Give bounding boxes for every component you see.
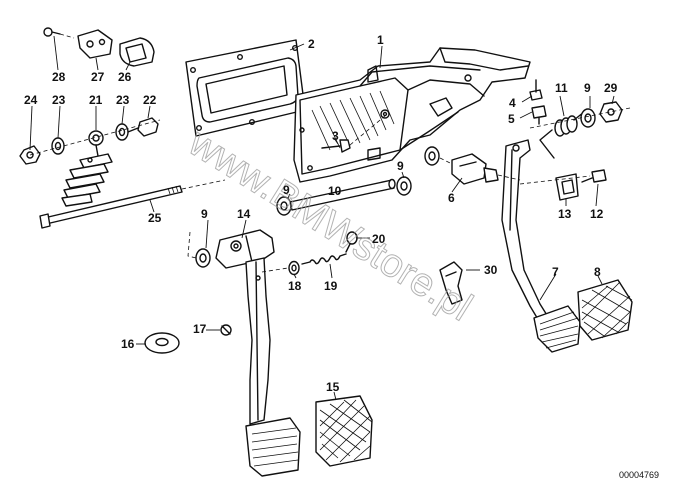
callout-24: 24 xyxy=(24,93,38,107)
part-switch-6 xyxy=(424,146,521,185)
callout-10: 10 xyxy=(328,184,342,198)
part-brake-pedal-14 xyxy=(215,229,301,477)
part-bush-9-mid xyxy=(276,196,292,216)
part-bolt-5 xyxy=(531,105,547,125)
callout-12: 12 xyxy=(590,207,604,221)
part-pin-20 xyxy=(345,231,358,253)
part-clutch-pedal-7 xyxy=(501,139,581,353)
part-shaft-25 xyxy=(39,179,226,229)
callout-27: 27 xyxy=(91,70,105,84)
part-bush-18 xyxy=(288,260,300,276)
drawing-number: 00004769 xyxy=(619,470,659,480)
callout-labels: 1 2 3 4 5 6 7 8 9 9 9 9 10 11 12 13 14 1… xyxy=(24,33,618,394)
part-bolt-12 xyxy=(581,169,607,183)
part-bolt-22 xyxy=(127,117,159,137)
callout-9-tube: 9 xyxy=(397,159,404,173)
part-spring-21 xyxy=(61,130,113,207)
callout-25: 25 xyxy=(148,211,162,225)
part-nut-29 xyxy=(599,101,623,123)
part-bush-9-left xyxy=(195,248,211,268)
callout-6: 6 xyxy=(448,191,455,205)
part-spring-19 xyxy=(301,253,347,265)
callout-11: 11 xyxy=(555,81,568,95)
part-washer-23-left xyxy=(51,137,65,155)
callout-26: 26 xyxy=(118,70,132,84)
callout-leaders xyxy=(29,35,615,401)
part-washer-4 xyxy=(529,79,543,101)
callout-14: 14 xyxy=(237,207,251,221)
part-washer-23-right xyxy=(115,123,129,141)
callout-13: 13 xyxy=(558,207,572,221)
callout-28: 28 xyxy=(52,70,66,84)
callout-20: 20 xyxy=(372,232,386,246)
part-bolt-3 xyxy=(321,115,386,153)
callout-9-mid: 9 xyxy=(283,183,290,197)
callout-9-right: 9 xyxy=(584,81,591,95)
callout-3: 3 xyxy=(332,129,339,143)
part-screw-28 xyxy=(43,27,75,39)
part-clip-13 xyxy=(555,173,579,201)
callout-19: 19 xyxy=(324,279,338,293)
callout-23-left: 23 xyxy=(52,93,66,107)
callout-7: 7 xyxy=(552,265,559,279)
callout-21: 21 xyxy=(89,93,103,107)
part-cap-26 xyxy=(119,37,155,67)
part-brake-pad-15 xyxy=(315,395,373,467)
callout-2: 2 xyxy=(308,37,315,51)
callout-15: 15 xyxy=(326,380,340,394)
part-washer-16 xyxy=(144,332,180,354)
callout-9-left: 9 xyxy=(201,207,208,221)
part-bush-9-right xyxy=(396,176,412,196)
callout-4: 4 xyxy=(509,96,516,110)
part-bush-9-far-right xyxy=(580,108,596,128)
callout-8: 8 xyxy=(594,265,601,279)
callout-23-right: 23 xyxy=(116,93,130,107)
part-clutch-pad-8 xyxy=(577,279,633,341)
part-pedal-bracket xyxy=(293,47,531,183)
part-bracket-27 xyxy=(77,29,113,59)
callout-1: 1 xyxy=(377,33,384,47)
part-clip-30 xyxy=(439,261,463,305)
callout-22: 22 xyxy=(143,93,157,107)
callout-16: 16 xyxy=(121,337,135,351)
callout-17: 17 xyxy=(193,322,207,336)
callout-18: 18 xyxy=(288,279,302,293)
part-clip-17 xyxy=(220,324,232,336)
callout-30: 30 xyxy=(484,263,498,277)
callout-5: 5 xyxy=(508,112,515,126)
callout-29: 29 xyxy=(604,81,618,95)
part-spring-11 xyxy=(539,111,585,159)
